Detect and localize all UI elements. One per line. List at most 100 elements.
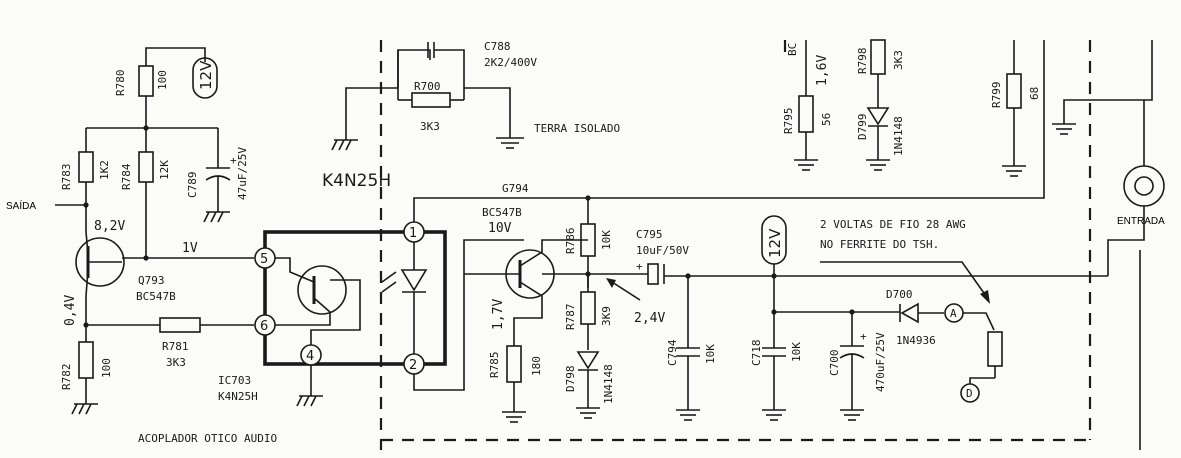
label-q793: Q793 (138, 274, 165, 287)
value-c700: 470uF/25V (874, 332, 887, 392)
label-g794: G794 (502, 182, 529, 195)
label-terra-isolado: TERRA ISOLADO (534, 122, 620, 135)
ic-phototransistor (297, 265, 347, 315)
resistor-r784 (138, 151, 154, 183)
label-c718: C718 (750, 340, 763, 367)
svg-text:6: 6 (260, 319, 268, 334)
voltage-base: 1V (182, 241, 198, 256)
value-r786: 10K (600, 230, 613, 250)
resistor-r781 (159, 317, 201, 333)
label-r787: R787 (564, 304, 577, 331)
value-d700: 1N4936 (896, 334, 936, 347)
rca-connector-outer (1123, 165, 1165, 207)
supply-badge-left (192, 57, 218, 99)
value-r798: 3K3 (892, 50, 905, 70)
resistor-r700 (411, 92, 451, 108)
resistor-r795 (798, 95, 814, 133)
label-r782: R782 (60, 364, 73, 391)
svg-text:1: 1 (409, 226, 417, 241)
value-r780: 100 (156, 70, 169, 90)
ic-name: IC703 (218, 374, 251, 387)
resistor-r799 (1006, 73, 1022, 109)
ic-part: K4N25H (218, 390, 258, 403)
value-r795: 56 (820, 113, 833, 126)
voltage-top: 1,6V (815, 55, 830, 86)
label-c795: C795 (636, 228, 663, 241)
label-r784: R784 (120, 163, 133, 190)
label-r786: R786 (564, 228, 577, 255)
value-r700: 3K3 (420, 120, 440, 133)
resistor-r787 (580, 291, 596, 325)
resistor-r782 (78, 341, 94, 379)
terminal-saida: SAÍDA (6, 199, 36, 212)
svg-text:A: A (950, 307, 957, 320)
label-r798: R798 (856, 48, 869, 75)
type-q793: BC547B (136, 290, 176, 303)
voltage-q793-collector: 8,2V (94, 219, 125, 234)
note-line-2: NO FERRITE DO TSH. (820, 238, 939, 251)
svg-text:+: + (230, 154, 237, 167)
supply-label-right: 12V (766, 228, 784, 258)
resistor-r780 (138, 65, 154, 97)
label-d700: D700 (886, 288, 913, 301)
value-d799: 1N4148 (892, 116, 905, 156)
capacitor-c795 (647, 263, 659, 285)
svg-text:5: 5 (260, 252, 268, 267)
rca-connector-inner (1134, 176, 1154, 196)
label-r781: R781 (162, 340, 189, 353)
label-c700: C700 (828, 350, 841, 377)
label-top-cut: BC (786, 43, 799, 56)
value-r782: 100 (100, 358, 113, 378)
value-c718: 10K (790, 342, 803, 362)
diode-d700 (900, 302, 919, 324)
label-c794: C794 (666, 339, 679, 366)
note-line-1: 2 VOLTAS DE FIO 28 AWG (820, 218, 966, 231)
resistor-r783 (78, 151, 94, 183)
value-c788: 2K2/400V (484, 56, 537, 69)
svg-text:D: D (966, 387, 973, 400)
diode-d798 (576, 351, 600, 370)
marker-d (960, 383, 980, 403)
label-d798: D798 (564, 366, 577, 393)
value-d798: 1N4148 (602, 364, 615, 404)
voltage-bias: 2,4V (634, 311, 665, 326)
supply-jumper (145, 47, 206, 62)
transistor-q793 (75, 237, 125, 287)
label-c789: C789 (186, 172, 199, 199)
resistor-r798 (870, 39, 886, 75)
value-c789: 47uF/25V (236, 147, 249, 200)
diode-d799 (866, 107, 890, 126)
net-g794 (413, 40, 1045, 222)
svg-text:4: 4 (306, 349, 314, 364)
ic-label-large: K4N25H (322, 171, 391, 191)
type-q794: BC547B (482, 206, 522, 219)
resistor-r785 (506, 345, 522, 383)
terminal-entrada: ENTRADA (1117, 216, 1165, 227)
label-r795: R795 (782, 108, 795, 135)
ic-caption: ACOPLADOR OTICO AUDIO (138, 432, 277, 445)
ic-led (400, 269, 428, 292)
value-r787: 3K9 (600, 306, 613, 326)
svg-text:+: + (860, 330, 867, 343)
value-r785: 180 (530, 356, 543, 376)
svg-text:2: 2 (409, 358, 417, 373)
label-r799: R799 (990, 82, 1003, 109)
ferrite-coil (987, 331, 1003, 367)
svg-text:+: + (636, 260, 643, 273)
value-r783: 1K2 (98, 160, 111, 180)
label-r783: R783 (60, 164, 73, 191)
value-r799: 68 (1028, 87, 1041, 100)
value-r781: 3K3 (166, 356, 186, 369)
voltage-q794-emitter: 1,7V (491, 299, 506, 330)
label-r700: R700 (414, 80, 441, 93)
voltage-q794-collector: 10V (488, 221, 512, 236)
label-r780: R780 (114, 70, 127, 97)
label-d799: D799 (856, 114, 869, 141)
label-r785: R785 (488, 352, 501, 379)
value-c794: 10K (704, 344, 717, 364)
label-c788: C788 (484, 40, 511, 53)
value-r784: 12K (158, 160, 171, 180)
optocoupler-ic703-body (263, 230, 447, 366)
